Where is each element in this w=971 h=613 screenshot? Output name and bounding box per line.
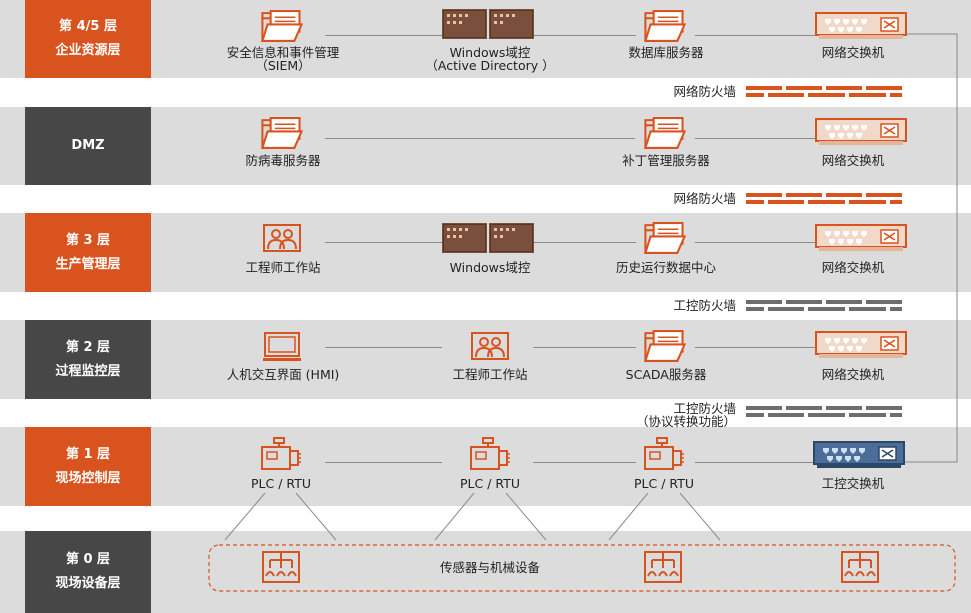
connector-line (325, 35, 442, 36)
network-switch-label: 网络交换机 (821, 367, 885, 382)
connector-line (695, 138, 815, 139)
level-label-l1: 第 1 层 现场控制层 (25, 427, 151, 506)
level-number: 第 0 层 (65, 552, 111, 567)
firewall-label: 工控防火墙（协议转换功能） (635, 401, 736, 429)
siem-server-icon (261, 10, 303, 43)
siem-label: 安全信息和事件管理（SIEM） (226, 45, 340, 73)
connector-line (695, 35, 815, 36)
connector-line (533, 347, 636, 348)
patch-server-label: 补丁管理服务器 (622, 153, 710, 168)
engineer-workstation-label: 工程师工作站 (245, 260, 321, 275)
network-switch-icon (815, 331, 907, 359)
level-name: 生产管理层 (55, 256, 121, 272)
level-label-l2: 第 2 层 过程监控层 (25, 320, 151, 399)
historian-server-icon (644, 222, 686, 255)
antivirus-server-label: 防病毒服务器 (245, 153, 321, 168)
sensor-equipment-icon (261, 550, 301, 584)
connector-line (533, 462, 636, 463)
level-label-dmz: DMZ (25, 107, 151, 185)
engineer-workstation-label: 工程师工作站 (452, 367, 528, 382)
hmi-monitor-icon (262, 331, 302, 363)
ics-firewall-icon (746, 406, 902, 420)
plc-icon (469, 437, 511, 471)
connector-line (325, 242, 442, 243)
level-name: 现场控制层 (55, 470, 121, 486)
engineer-workstation-icon (470, 331, 510, 363)
ad-rack-server-icon (442, 9, 534, 39)
firewall-label: 网络防火墙 (673, 191, 736, 206)
connector-line (695, 462, 815, 463)
plc-label: PLC / RTU (634, 476, 694, 491)
engineer-workstation-icon (262, 223, 302, 255)
network-switch-label: 网络交换机 (821, 153, 885, 168)
sensor-equipment-icon (643, 550, 683, 584)
sensor-equipment-label: 传感器与机械设备 (439, 560, 541, 575)
level-name: 现场设备层 (55, 576, 121, 591)
connector-line (695, 347, 815, 348)
scada-server-label: SCADA服务器 (625, 367, 707, 382)
band-l1 (0, 427, 971, 506)
network-switch-icon (815, 224, 907, 252)
industrial-switch-label: 工控交换机 (821, 476, 885, 491)
network-switch-label: 网络交换机 (821, 260, 885, 275)
firewall-label: 工控防火墙 (673, 298, 736, 313)
connector-line (695, 242, 815, 243)
level-number: 第 2 层 (65, 339, 111, 355)
ad-label: Windows域控（Active Directory ） (425, 45, 555, 73)
database-server-icon (644, 10, 686, 43)
ics-firewall-icon (746, 300, 902, 314)
level-label-l0: 第 0 层 现场设备层 (25, 531, 151, 613)
firewall-label: 网络防火墙 (673, 84, 736, 99)
sensor-equipment-icon (840, 550, 880, 584)
connector-line (533, 242, 636, 243)
network-firewall-icon (746, 86, 902, 100)
plc-label: PLC / RTU (251, 476, 311, 491)
level-name: 过程监控层 (55, 363, 121, 379)
domain-controller-label: Windows域控 (449, 260, 531, 275)
network-switch-icon (815, 118, 907, 146)
band-dmz (0, 107, 971, 185)
antivirus-server-icon (261, 117, 303, 150)
industrial-switch-icon (813, 441, 905, 469)
plc-icon (260, 437, 302, 471)
level-number: DMZ (71, 138, 105, 153)
scada-server-icon (644, 330, 686, 363)
domain-controller-rack-icon (442, 223, 534, 253)
historian-label: 历史运行数据中心 (615, 260, 717, 275)
patch-server-icon (644, 117, 686, 150)
connector-line (325, 347, 442, 348)
network-firewall-icon (746, 193, 902, 207)
connector-line (325, 462, 442, 463)
plc-label: PLC / RTU (460, 476, 520, 491)
network-switch-label: 网络交换机 (821, 45, 885, 60)
database-server-label: 数据库服务器 (628, 45, 704, 60)
level-name: 企业资源层 (55, 43, 121, 58)
level-number: 第 1 层 (65, 446, 111, 462)
level-number: 第 3 层 (65, 232, 111, 248)
network-switch-icon (815, 12, 907, 40)
connector-line (533, 35, 636, 36)
level-label-l45: 第 4/5 层 企业资源层 (25, 0, 151, 78)
level-label-l3: 第 3 层 生产管理层 (25, 213, 151, 292)
hmi-label: 人机交互界面 (HMI) (226, 367, 340, 382)
connector-line (325, 138, 635, 139)
plc-icon (643, 437, 685, 471)
level-number: 第 4/5 层 (59, 19, 117, 34)
